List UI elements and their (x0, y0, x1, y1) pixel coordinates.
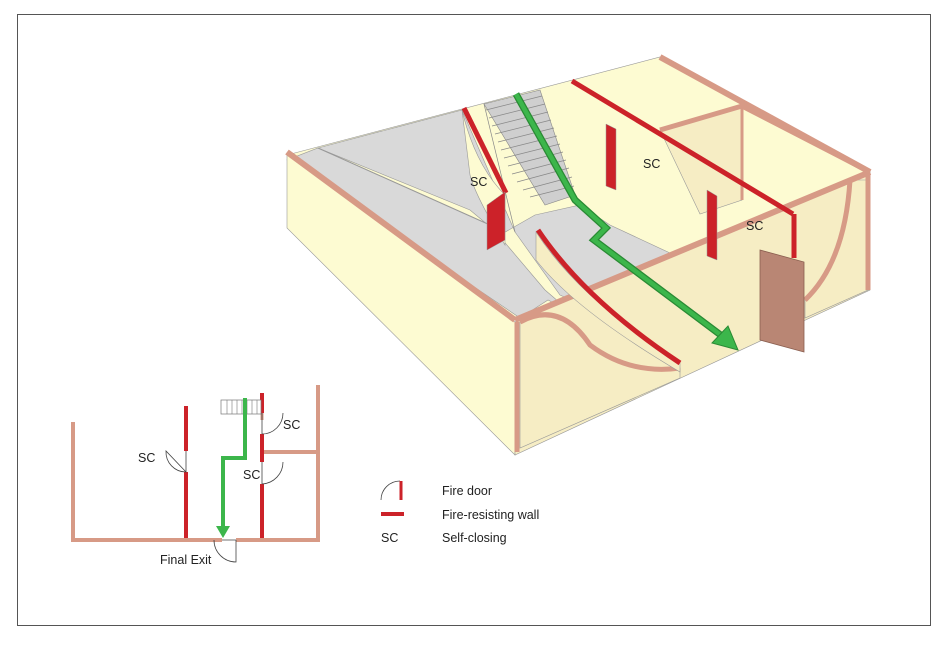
iso-corridor-wall-left (317, 147, 491, 226)
plan-final-exit-door (213, 539, 237, 563)
plan-fire-door-mid (261, 461, 284, 485)
iso-fire-wall-corridor (535, 228, 682, 366)
iso-fire-wall-room-right (706, 189, 718, 261)
iso-escape-route-arrowhead (711, 325, 739, 351)
iso-label-sc-room-right: SC (746, 219, 763, 233)
plan-staircase (220, 399, 262, 415)
plan-fire-door-left (165, 450, 187, 473)
plan-fire-door-top-right (261, 412, 284, 435)
plan-label-sc-top-right: SC (283, 418, 300, 432)
legend-item-fire-door: Fire door (380, 480, 492, 501)
fire-door-icon (380, 480, 401, 501)
iso-exit-door (759, 249, 805, 353)
iso-fire-wall-stair-panel (486, 191, 506, 251)
iso-staircase (483, 89, 576, 233)
isometric-view: SC SC SC (285, 54, 872, 456)
legend-label-fire-resisting-wall: Fire-resisting wall (442, 508, 539, 522)
iso-label-sc-room-mid: SC (643, 157, 660, 171)
iso-wall-top-left (285, 149, 517, 323)
iso-escape-route-fill (514, 92, 724, 338)
iso-fire-wall-stair-top (461, 106, 509, 195)
legend-label-fire-door: Fire door (442, 484, 492, 498)
iso-corridor-inner-wall-lower (535, 230, 681, 373)
legend-item-fire-resisting-wall: Fire-resisting wall (381, 508, 539, 522)
iso-label-sc-stair: SC (470, 175, 487, 189)
plan-outer-wall-right (236, 385, 320, 542)
iso-fire-wall-back-top (570, 78, 795, 217)
legend: Fire door Fire-resisting wall SC Self-cl… (380, 480, 539, 545)
plan-escape-route-arrowhead (216, 526, 230, 538)
legend-symbol-sc: SC (381, 531, 398, 545)
plan-label-sc-left: SC (138, 451, 155, 465)
iso-front-recess-edge (518, 312, 681, 372)
plan-label-final-exit: Final Exit (160, 553, 212, 567)
plan-outer-wall-left (71, 422, 222, 542)
iso-right-recess-edge (803, 179, 853, 302)
plan-label-sc-mid: SC (243, 468, 260, 482)
plan-escape-route (221, 398, 247, 528)
iso-fire-wall-room-mid (605, 123, 617, 191)
floor-plan: SC SC SC Final Exit (71, 385, 320, 567)
legend-item-self-closing: SC Self-closing (381, 531, 507, 545)
legend-label-self-closing: Self-closing (442, 531, 507, 545)
